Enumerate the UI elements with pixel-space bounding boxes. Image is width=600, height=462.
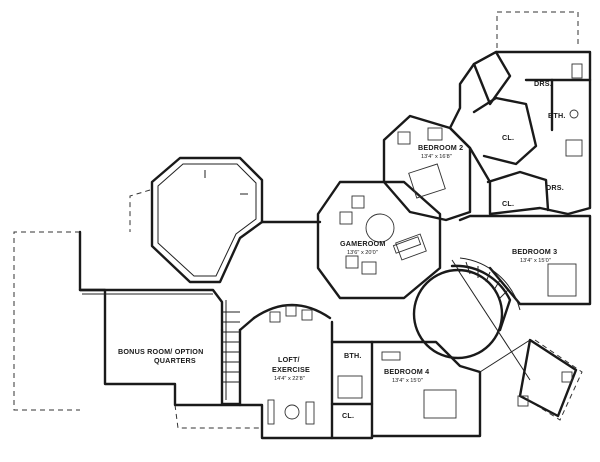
bonus-room-label-1: BONUS ROOM/ OPTION — [118, 347, 203, 356]
bedroom-4-label: BEDROOM 4 — [384, 367, 429, 376]
closet-b3-label: CL. — [502, 199, 514, 208]
dressing-mid-label: DRS. — [546, 183, 564, 192]
dressing-top-label: DRS. — [534, 79, 552, 88]
bedroom-2-dims: 13'4" x 16'8" — [421, 154, 452, 160]
closet-b2-label: CL. — [502, 133, 514, 142]
bedroom-3: BEDROOM 3 13'4" x 15'0" — [458, 214, 592, 306]
spiral-staircase — [412, 257, 531, 381]
loft-dims: 14'4" x 22'8" — [274, 376, 305, 382]
bath-top-label: BTH. — [548, 111, 566, 120]
gameroom-label: GAMEROOM — [340, 239, 386, 248]
gameroom: GAMEROOM 13'6" x 20'0" — [316, 180, 442, 300]
bonus-room-label-2: QUARTERS — [154, 356, 196, 365]
bedroom-2: BEDROOM 2 13'4" x 16'8" — [382, 114, 472, 222]
angled-wing — [150, 156, 322, 284]
closet-b4-label: CL. — [342, 411, 354, 420]
bath-suite-top: DRS. BTH. CL. DRS. CL. — [448, 50, 592, 216]
bedroom-3-label: BEDROOM 3 — [512, 247, 557, 256]
gameroom-dims: 13'6" x 20'0" — [347, 250, 378, 256]
bedroom-4-dims: 13'4" x 15'0" — [392, 378, 423, 384]
loft-label-1: LOFT/ — [278, 355, 300, 364]
loft-exercise: LOFT/ EXERCISE 14'4" x 22'8" — [238, 303, 334, 440]
straight-stair — [220, 300, 242, 406]
bath-loft: BTH. CL. — [330, 340, 374, 440]
bonus-room — [78, 230, 242, 407]
bedroom-3-dims: 13'4" x 15'0" — [520, 258, 551, 264]
bath-loft-label: BTH. — [344, 351, 362, 360]
loft-label-2: EXERCISE — [272, 365, 310, 374]
bedroom-2-label: BEDROOM 2 — [418, 143, 463, 152]
deck-lower-right — [479, 338, 578, 418]
bedroom-4: BEDROOM 4 13'4" x 15'0" — [370, 340, 482, 438]
